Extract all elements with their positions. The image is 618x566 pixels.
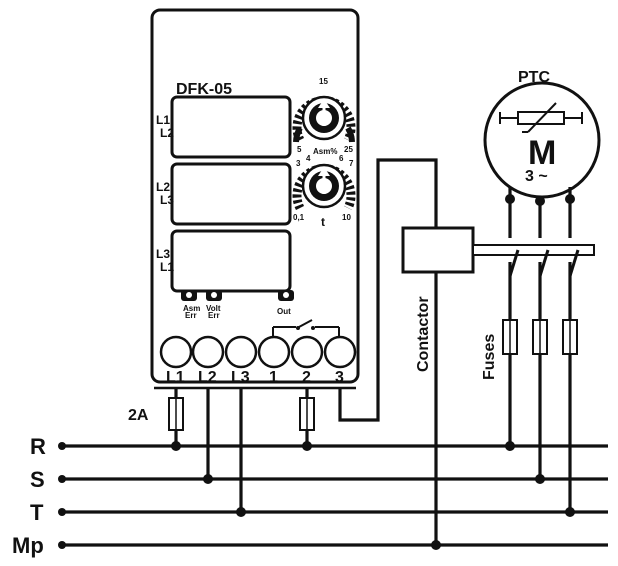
- terminal-label-2: 2: [302, 369, 311, 386]
- time-knob-4: 4: [306, 154, 311, 163]
- asm-err-led: [181, 290, 197, 301]
- bus-lines: [58, 442, 608, 549]
- fuse-control: [299, 397, 315, 431]
- time-knob-6: 6: [339, 154, 344, 163]
- terminal-2[interactable]: [290, 335, 324, 369]
- line-label-r: R: [30, 434, 46, 459]
- asm-knob[interactable]: [292, 95, 356, 143]
- fuse-rating: 2A: [128, 407, 149, 424]
- contactor-linkage: [472, 244, 595, 256]
- time-knob-name: t: [321, 215, 325, 229]
- asm-knob-name: Asm%: [313, 147, 337, 156]
- motor-phase: 3 ~: [525, 168, 548, 185]
- terminal-l3[interactable]: [224, 335, 258, 369]
- relay-contact-symbol: [272, 319, 340, 336]
- volt-err-led: [206, 290, 222, 301]
- fuse-2a: [168, 397, 184, 431]
- contactor-coil: [401, 226, 475, 274]
- terminal-label-3: 3: [335, 369, 344, 386]
- display-3: [170, 229, 292, 293]
- terminal-label-l2: L2: [198, 369, 217, 386]
- device-model: DFK-05: [176, 81, 232, 98]
- terminal-1[interactable]: [257, 335, 291, 369]
- ptc-label: PTC: [518, 69, 550, 86]
- line-label-mp: Mp: [12, 533, 44, 558]
- asm-knob-max: 15: [319, 77, 328, 86]
- time-knob-3: 3: [296, 159, 301, 168]
- terminals: [159, 335, 357, 369]
- terminal-label-l1: L1: [166, 369, 185, 386]
- time-knob-7: 7: [349, 159, 354, 168]
- terminal-l2[interactable]: [191, 335, 225, 369]
- asm-led-sublabel: Err: [185, 311, 197, 320]
- time-knob-min: 0,1: [293, 213, 305, 222]
- out-led: [278, 290, 294, 301]
- asm-knob-min: 5: [297, 145, 302, 154]
- display-2-label-bottom: L3: [160, 193, 174, 207]
- display-3-label-top: L3: [156, 247, 170, 261]
- time-knob-end: 10: [342, 213, 351, 222]
- terminal-l1[interactable]: [159, 335, 193, 369]
- display-3-label-bottom: L1: [160, 260, 174, 274]
- volt-led-sublabel: Err: [208, 311, 220, 320]
- terminal-label-l3: L3: [231, 369, 250, 386]
- terminal-label-1: 1: [269, 369, 278, 386]
- relay-wires: [174, 158, 438, 545]
- motor-letter: M: [528, 134, 556, 172]
- contactor-label: Contactor: [415, 296, 432, 372]
- time-knob[interactable]: [292, 163, 356, 211]
- display-1-label-top: L1: [156, 113, 170, 127]
- out-led-label: Out: [277, 307, 291, 316]
- asm-knob-end: 25: [344, 145, 353, 154]
- line-label-s: S: [30, 467, 45, 492]
- line-label-t: T: [30, 500, 44, 525]
- display-1-label-bottom: L2: [160, 126, 174, 140]
- display-2-label-top: L2: [156, 180, 170, 194]
- fuses-label: Fuses: [481, 334, 498, 380]
- terminal-3[interactable]: [323, 335, 357, 369]
- display-2: [170, 162, 292, 226]
- display-1: [170, 95, 292, 159]
- motor: [483, 81, 601, 199]
- motor-leads: [502, 187, 580, 512]
- asm-led-label: Asm: [183, 304, 200, 313]
- volt-led-label: Volt: [206, 304, 221, 313]
